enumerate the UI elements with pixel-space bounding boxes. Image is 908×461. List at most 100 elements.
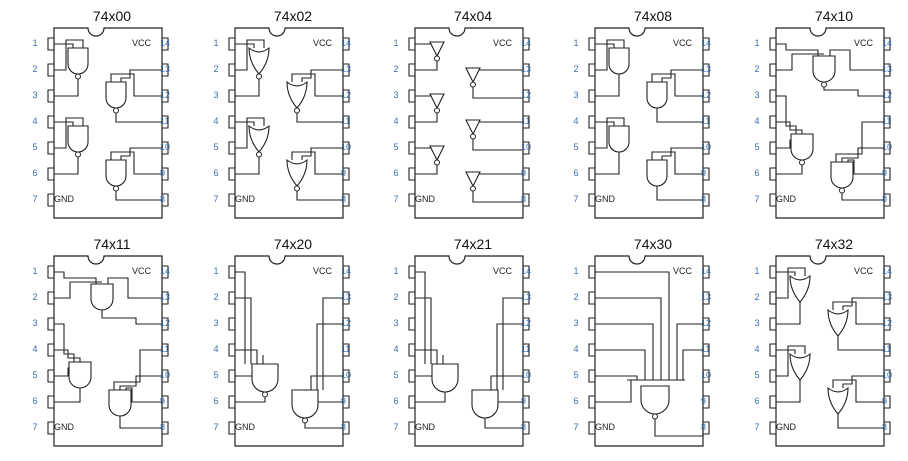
pin-right <box>703 141 710 155</box>
vcc-label: VCC <box>313 266 333 276</box>
pin-right <box>523 37 530 51</box>
pin-number: 8 <box>160 194 166 204</box>
pin-left <box>588 395 595 409</box>
pin-left <box>588 291 595 305</box>
nand-gate <box>790 133 814 166</box>
and-gate <box>431 363 459 393</box>
pin-right <box>884 369 891 383</box>
chip-diagram <box>228 27 350 219</box>
pin-left <box>408 421 415 435</box>
pin-right <box>162 63 169 77</box>
pin-right <box>343 369 350 383</box>
pin-left <box>47 115 54 129</box>
pin-number: 5 <box>754 370 760 380</box>
wire <box>291 73 343 97</box>
wire <box>595 380 632 403</box>
and-gate <box>68 361 92 389</box>
pin-right <box>703 395 710 409</box>
chip-body <box>775 255 885 447</box>
pin-number: 14 <box>701 266 712 276</box>
pin-left <box>588 167 595 181</box>
pin-right <box>343 265 350 279</box>
pin-number: 11 <box>160 116 170 126</box>
wire <box>595 152 620 175</box>
pin-number: 6 <box>32 168 38 178</box>
pin-number: 9 <box>882 168 888 178</box>
pin-right <box>162 89 169 103</box>
pin-number: 2 <box>754 64 760 74</box>
pin-right <box>162 421 169 435</box>
nor-gate <box>286 158 308 192</box>
pin-left <box>228 193 235 207</box>
pin-left <box>408 265 415 279</box>
pin-right <box>884 421 891 435</box>
pin-number: 1 <box>32 38 38 48</box>
wire <box>120 69 162 82</box>
vcc-label: VCC <box>313 38 333 48</box>
pin-right <box>523 115 530 129</box>
pin-number: 11 <box>160 344 170 354</box>
pin-number: 1 <box>32 266 38 276</box>
pin-right <box>523 265 530 279</box>
pin-left <box>408 317 415 331</box>
pin-number: 4 <box>754 116 760 126</box>
wire <box>490 375 523 390</box>
pin-number: 10 <box>341 370 352 380</box>
wire <box>595 117 625 149</box>
pin-left <box>47 265 54 279</box>
pin-right <box>703 265 710 279</box>
gnd-label: GND <box>235 194 255 204</box>
chip-title: 74x04 <box>453 8 493 24</box>
chip-title: 74x00 <box>92 8 132 24</box>
vcc-label: VCC <box>493 38 513 48</box>
wire <box>842 297 884 310</box>
pin-number: 3 <box>573 90 579 100</box>
wire <box>676 323 703 380</box>
pin-left <box>588 421 595 435</box>
pin-number: 11 <box>521 344 531 354</box>
pin-left <box>769 395 776 409</box>
wire <box>235 297 252 364</box>
pin-right <box>523 291 530 305</box>
pin-number: 8 <box>341 194 347 204</box>
wire <box>502 297 523 390</box>
wire <box>842 375 884 388</box>
pin-number: 11 <box>341 116 351 126</box>
chip-diagram <box>408 255 530 447</box>
pin-number: 9 <box>341 168 347 178</box>
pin-number: 8 <box>701 194 707 204</box>
pin-left <box>47 37 54 51</box>
chip-title: 74x10 <box>814 8 854 24</box>
pin-number: 9 <box>160 168 166 178</box>
pin-right <box>523 317 530 331</box>
pin-left <box>47 63 54 77</box>
chip-title: 74x08 <box>633 8 673 24</box>
pin-number: 2 <box>393 64 399 74</box>
pin-number: 6 <box>32 396 38 406</box>
wire <box>776 302 801 325</box>
pin-number: 10 <box>341 142 352 152</box>
pin-right <box>162 115 169 129</box>
pin-right <box>523 141 530 155</box>
wire <box>415 349 438 364</box>
pin-number: 12 <box>521 90 532 100</box>
gnd-label: GND <box>595 422 615 432</box>
pin-number: 5 <box>393 142 399 152</box>
pin-number: 1 <box>573 266 579 276</box>
and-gate <box>608 47 630 75</box>
wire <box>125 387 162 403</box>
pin-number: 12 <box>882 318 893 328</box>
pin-right <box>884 115 891 129</box>
pin-left <box>588 265 595 279</box>
pin-number: 4 <box>754 344 760 354</box>
pin-number: 3 <box>213 318 219 328</box>
pin-number: 8 <box>521 194 527 204</box>
wire <box>296 113 343 123</box>
wire <box>847 159 884 175</box>
pin-number: 10 <box>521 142 532 152</box>
pin-number: 11 <box>521 116 531 126</box>
pin-left <box>769 89 776 103</box>
wire <box>301 147 343 160</box>
